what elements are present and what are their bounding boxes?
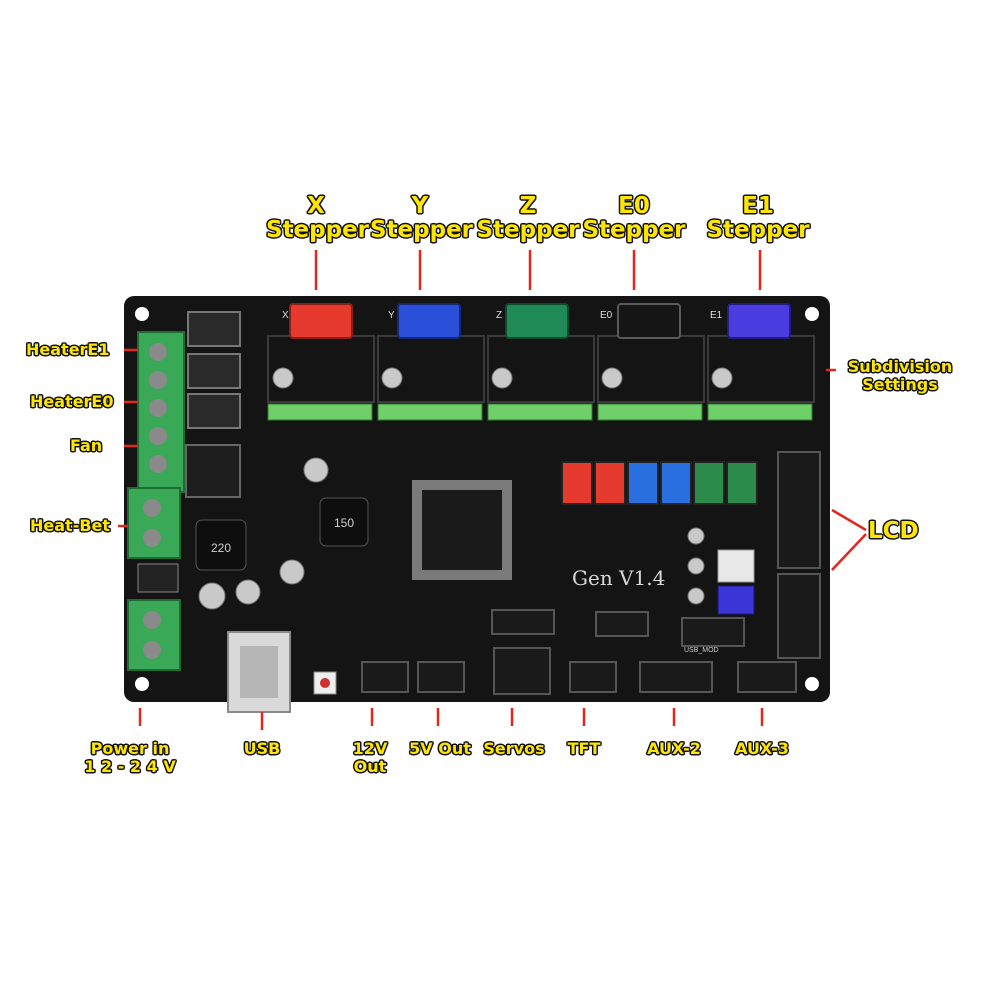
silk-y: Y bbox=[388, 310, 395, 321]
e1-axis-text: E1 bbox=[742, 193, 774, 219]
inductor-220-label: 220 bbox=[211, 541, 231, 555]
z-motor-connector bbox=[505, 303, 569, 339]
terminal-block-power bbox=[127, 599, 181, 671]
mosfets bbox=[185, 311, 241, 498]
x-stepper-text: Stepper bbox=[266, 217, 370, 243]
y-motor-connector bbox=[397, 303, 461, 339]
y-stepper-text: Stepper bbox=[370, 217, 474, 243]
inductor-220: 220 bbox=[195, 519, 247, 571]
x-axis-text: X bbox=[307, 193, 325, 219]
z-stepper-text: Stepper bbox=[476, 217, 580, 243]
y-axis-text: Y bbox=[411, 193, 429, 219]
aux3-label: AUX-3 bbox=[735, 739, 789, 758]
lcd-label: LCD bbox=[868, 518, 919, 544]
usb-port bbox=[227, 631, 291, 713]
subdivision-text: Subdivision bbox=[847, 357, 953, 376]
endstop-connectors bbox=[561, 461, 758, 505]
mcu-chip bbox=[412, 480, 512, 580]
heater-e1-label: HeaterE1 bbox=[26, 340, 110, 359]
e0-motor-connector bbox=[617, 303, 681, 339]
e1-stepper-label: E1 Stepper bbox=[706, 194, 810, 242]
silk-z: Z bbox=[496, 310, 502, 321]
x-motor-connector bbox=[289, 303, 353, 339]
5v-out-label: 5V Out bbox=[409, 739, 471, 758]
blue-fan-connector bbox=[717, 585, 755, 615]
terminal-block-heaters bbox=[137, 331, 185, 493]
bottom-headers bbox=[361, 609, 797, 695]
tft-label: TFT bbox=[567, 739, 601, 758]
servos-label: Servos bbox=[483, 739, 545, 758]
heater-e0-label: HeaterE0 bbox=[30, 392, 114, 411]
e0-axis-text: E0 bbox=[618, 193, 650, 219]
usb-mod-silk: USB_MOD bbox=[684, 647, 719, 654]
power-in-label: Power in 1 2 - 2 4 V bbox=[66, 740, 194, 776]
mount-hole-tl bbox=[135, 307, 149, 321]
terminal-block-heatbed bbox=[127, 487, 181, 559]
mount-hole-tr bbox=[805, 307, 819, 321]
capacitors bbox=[198, 367, 733, 610]
y-stepper-label: Y Stepper bbox=[370, 193, 474, 243]
x-stepper-label: X Stepper bbox=[266, 193, 370, 243]
silk-e1: E1 bbox=[710, 310, 723, 321]
out-text: Out bbox=[353, 757, 387, 776]
fan-label: Fan bbox=[70, 436, 103, 455]
heat-bet-label: Heat-Bet bbox=[30, 516, 111, 535]
z-stepper-label: Z Stepper bbox=[476, 194, 580, 242]
mount-hole-bl bbox=[135, 677, 149, 691]
leader-lines bbox=[118, 250, 867, 730]
e0-stepper-label: E0 Stepper bbox=[582, 194, 686, 242]
e1-stepper-text: Stepper bbox=[706, 217, 810, 243]
12v-text: 12V bbox=[352, 739, 388, 758]
z-axis-text: Z bbox=[519, 193, 537, 219]
e0-stepper-text: Stepper bbox=[582, 217, 686, 243]
subdivision-settings-label: Subdivision Settings bbox=[838, 358, 962, 394]
board-model: Gen V1.4 bbox=[572, 566, 665, 590]
settings-text: Settings bbox=[862, 375, 938, 394]
inductor-150: 150 bbox=[319, 497, 369, 547]
power-voltage-text: 1 2 - 2 4 V bbox=[84, 757, 176, 776]
lcd-headers bbox=[777, 451, 821, 659]
power-in-text: Power in bbox=[90, 739, 170, 758]
inductor-150-label: 150 bbox=[334, 516, 354, 530]
fuse bbox=[137, 563, 179, 593]
motor-terminal-strip bbox=[267, 403, 813, 421]
silk-e0: E0 bbox=[600, 310, 613, 321]
usb-label: USB bbox=[243, 739, 281, 758]
aux2-label: AUX-2 bbox=[647, 739, 701, 758]
silk-x: X bbox=[282, 310, 289, 321]
white-connector bbox=[717, 549, 755, 583]
mount-hole-br bbox=[805, 677, 819, 691]
e1-motor-connector bbox=[727, 303, 791, 339]
12v-out-label: 12V Out bbox=[340, 740, 400, 776]
